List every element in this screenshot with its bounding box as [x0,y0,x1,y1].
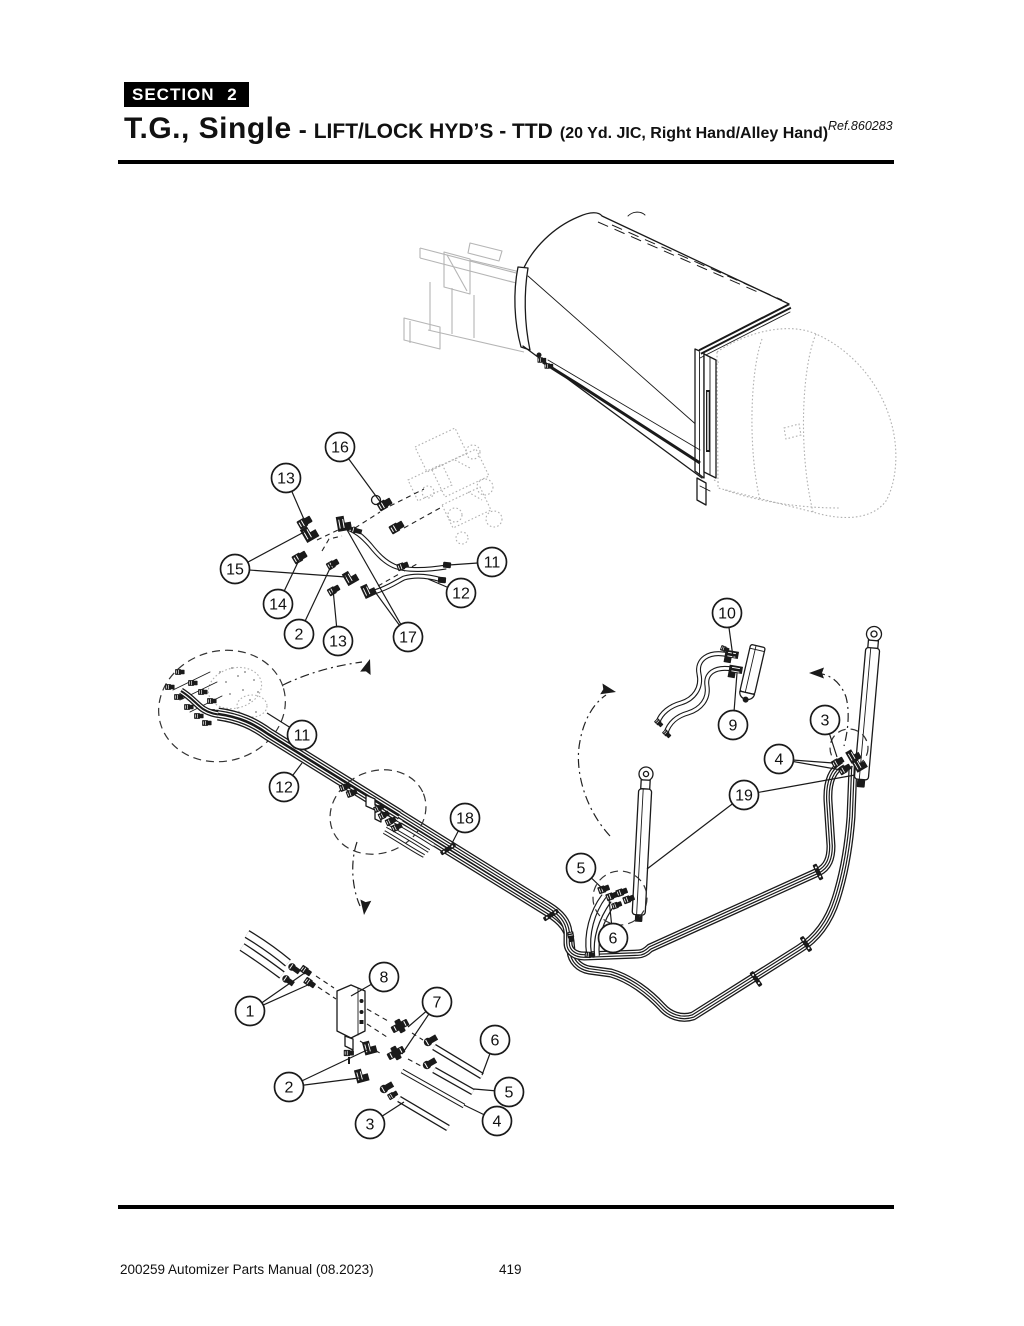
fitting-cluster-upper [290,488,452,600]
callout-12: 12 [268,771,300,803]
svg-text:11: 11 [294,728,311,745]
callout-18: 18 [449,802,481,834]
svg-text:17: 17 [399,630,417,647]
callout-16: 16 [324,431,356,463]
svg-text:19: 19 [735,788,753,805]
svg-text:1: 1 [246,1004,255,1021]
section-badge: SECTION 2 [124,82,249,107]
svg-text:11: 11 [484,555,501,572]
callout-15: 15 [219,553,251,585]
callout-5: 5 [565,852,597,884]
svg-text:8: 8 [380,970,389,987]
callout-19: 19 [728,779,760,811]
hydraulic-tube-bundles [181,691,853,1017]
svg-text:15: 15 [226,562,244,579]
svg-text:5: 5 [505,1085,514,1102]
exploded-cluster-bottom [242,934,482,1128]
detail-ellipse-valve [158,649,286,763]
svg-text:16: 16 [331,440,349,457]
svg-text:7: 7 [433,995,442,1012]
callout-9: 9 [717,709,749,741]
callout-5: 5 [493,1076,525,1108]
footer-manual-info: 200259 Automizer Parts Manual (08.2023) [120,1262,374,1277]
svg-text:2: 2 [285,1080,294,1097]
valve-bank-ghost [407,427,503,545]
callout-leader-lines [234,446,856,1125]
footer-rule [118,1205,894,1209]
title-main: T.G., Single [124,112,292,145]
title-separator: - [298,117,307,144]
callout-3: 3 [354,1108,386,1140]
callout-10: 10 [711,597,743,629]
detail-ellipse-junction [329,769,436,858]
right-cylinder-port-fittings [829,728,869,776]
svg-text:4: 4 [775,752,784,769]
callout-11: 11 [476,546,508,578]
header-rule [118,160,894,164]
svg-text:13: 13 [329,634,347,651]
callout-11: 11 [286,719,318,751]
callout-2: 2 [273,1071,305,1103]
page-title: T.G., Single - LIFT/LOCK HYD’S - TTD (20… [124,112,828,146]
view-reference-arcs [282,657,849,916]
callout-6: 6 [597,922,629,954]
callout-8: 8 [368,961,400,993]
svg-text:4: 4 [493,1114,502,1131]
svg-text:5: 5 [577,861,586,878]
svg-text:2: 2 [295,627,304,644]
svg-text:12: 12 [275,780,293,797]
callout-2: 2 [283,618,315,650]
callout-13: 13 [270,462,302,494]
callout-17: 17 [392,621,424,653]
callout-12: 12 [445,577,477,609]
lock-cylinder [739,644,766,703]
reference-number: Ref.860283 [828,119,893,133]
callout-7: 7 [421,986,453,1018]
lift-cylinder-left [631,766,654,922]
svg-text:12: 12 [452,586,470,603]
svg-text:6: 6 [609,931,618,948]
svg-text:3: 3 [821,713,830,730]
svg-text:6: 6 [491,1033,500,1050]
svg-text:14: 14 [269,597,287,614]
title-detail: (20 Yd. JIC, Right Hand/Alley Hand) [559,125,829,142]
callout-3: 3 [809,704,841,736]
svg-text:3: 3 [366,1117,375,1134]
callout-4: 4 [763,743,795,775]
svg-text:9: 9 [729,718,738,735]
tailgate-ghost [713,328,897,519]
footer-page-number: 419 [499,1262,522,1277]
callout-1: 1 [234,995,266,1027]
callout-14: 14 [262,588,294,620]
callout-6: 6 [479,1024,511,1056]
truck-body [514,211,790,506]
callout-13: 13 [322,625,354,657]
svg-text:18: 18 [456,811,474,828]
svg-text:13: 13 [277,471,295,488]
callout-4: 4 [481,1105,513,1137]
svg-text:10: 10 [718,606,736,623]
truck-chassis-ghost [403,242,525,353]
title-sub: LIFT/LOCK HYD’S - TTD [313,120,553,143]
